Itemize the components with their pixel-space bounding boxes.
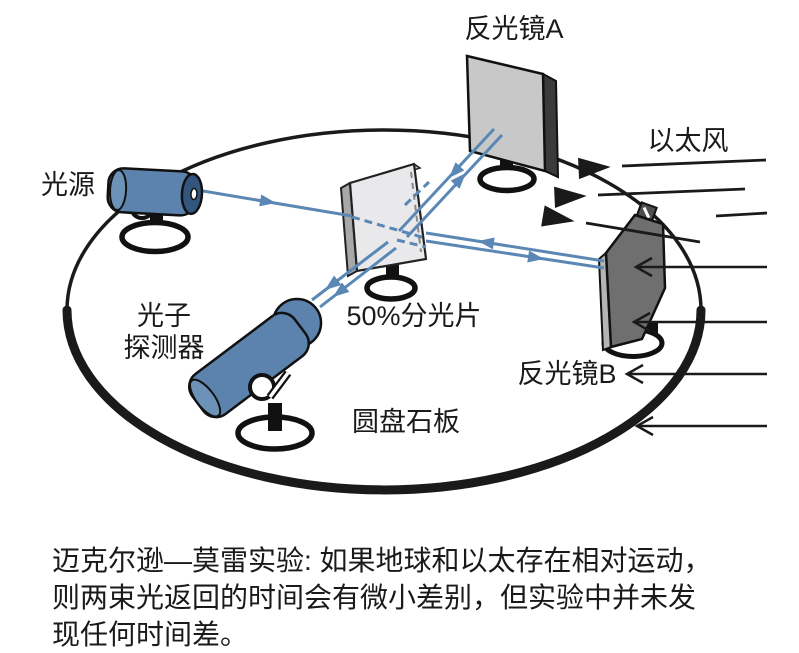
ether-wind-arrows	[541, 157, 768, 437]
photon-detector	[187, 297, 323, 452]
label-mirror-a: 反光镜A	[464, 14, 563, 44]
light-source	[106, 167, 204, 255]
caption-line-3: 现任何时间差。	[52, 619, 249, 650]
label-detector-1: 光子	[137, 301, 191, 331]
caption: 迈克尔逊—莫雷实验: 如果地球和以太存在相对运动， 则两束光返回的时间会有微小差…	[52, 542, 772, 653]
mirror-a	[465, 54, 560, 194]
label-light-source: 光源	[41, 170, 95, 200]
caption-line-2: 则两束光返回的时间会有微小差别，但实验中并未发	[52, 582, 697, 613]
caption-line-1: 迈克尔逊—莫雷实验: 如果地球和以太存在相对运动，	[52, 545, 712, 576]
label-ether-wind: 以太风	[648, 126, 729, 156]
label-mirror-b: 反光镜B	[517, 359, 616, 389]
diagram-canvas: 光源 反光镜A 以太风 50%分光片 光子 探测器 反光镜B 圆盘石板	[41, 14, 768, 495]
label-disk: 圆盘石板	[352, 407, 460, 437]
diagram-labels: 光源 反光镜A 以太风 50%分光片 光子 探测器 反光镜B 圆盘石板	[41, 14, 729, 437]
beam-splitter	[339, 162, 428, 302]
label-beam-splitter: 50%分光片	[346, 301, 481, 331]
label-detector-2: 探测器	[124, 333, 205, 363]
light-beams	[202, 127, 605, 309]
